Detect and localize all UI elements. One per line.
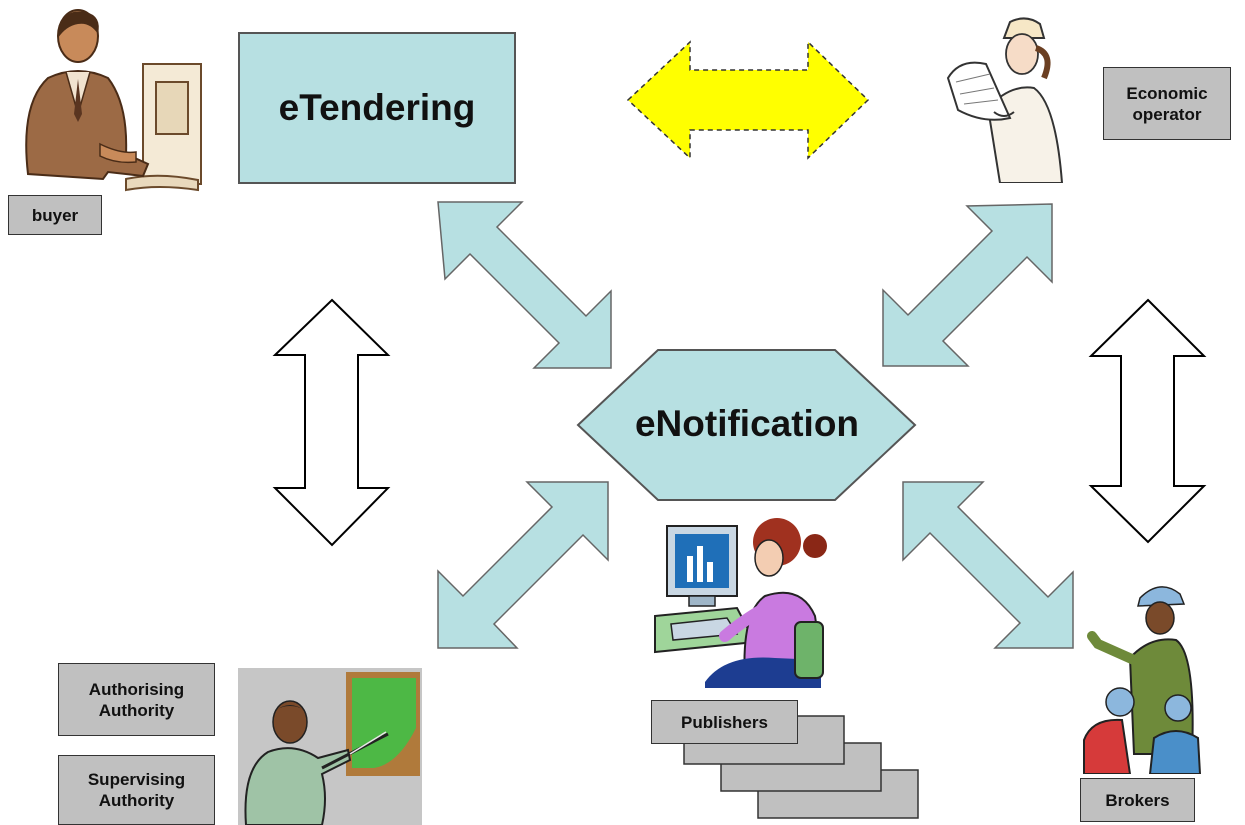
etendering-label: eTendering xyxy=(278,87,476,128)
arrow-operator-brokers xyxy=(1088,298,1207,544)
arrow-brokers-enotification xyxy=(902,481,1074,649)
authorising-authority-label: Authorising Authority xyxy=(58,663,215,736)
woman-at-computer-icon xyxy=(654,518,827,688)
etendering-box: eTendering xyxy=(238,32,516,184)
supervising-authority-label: Supervising Authority xyxy=(58,755,215,825)
engineer-reading-plan-icon xyxy=(946,17,1064,183)
brokers-label: Brokers xyxy=(1080,778,1195,822)
arrow-etendering-enotification xyxy=(437,201,612,369)
presenter-at-board-icon xyxy=(244,672,420,825)
authority-illustration xyxy=(238,668,422,825)
enotification-hexagon xyxy=(576,349,917,501)
exchange-arrow xyxy=(626,40,870,160)
enotification-label: eNotification xyxy=(634,403,860,444)
arrow-authority-enotification xyxy=(437,481,609,649)
publishers-label: Publishers xyxy=(651,700,798,744)
economic-operator-label: Economic operator xyxy=(1103,67,1231,140)
buyer-label: buyer xyxy=(8,195,102,235)
group-of-people-icon xyxy=(1083,586,1202,774)
arrow-buyer-authority xyxy=(272,298,391,547)
person-at-computer-icon xyxy=(25,9,202,192)
arrow-economic-operator-enotification xyxy=(882,203,1053,367)
